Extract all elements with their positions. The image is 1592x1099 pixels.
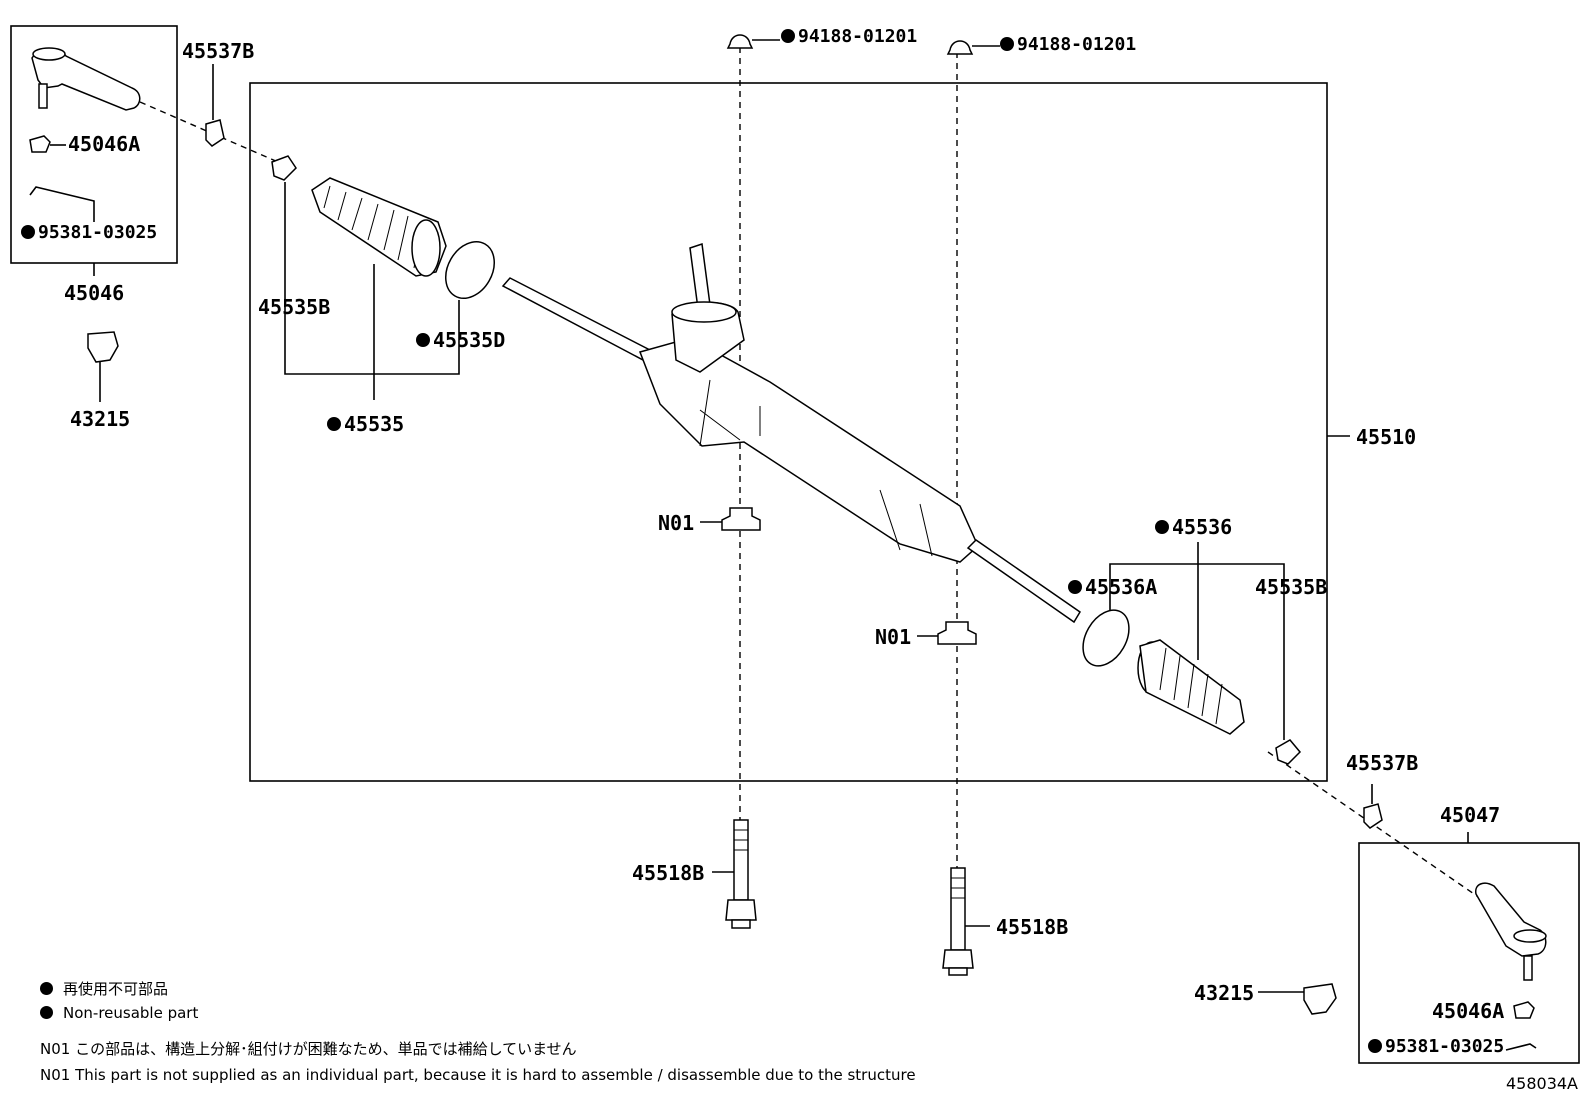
legend-jp-text: 再使用不可部品: [63, 980, 169, 998]
label-45518b-right: 45518B: [996, 915, 1068, 939]
label-45046: 45046: [64, 281, 124, 305]
legend-jp: 再使用不可部品: [40, 978, 168, 999]
note-n01-jp: N01 この部品は、構造上分解･組付けが困難なため、単品では補給していません: [40, 1040, 577, 1058]
label-45046a-left: 45046A: [68, 132, 140, 156]
boot-45535-left: [311, 177, 447, 277]
label-45535d: 45535D: [433, 328, 505, 352]
label-45537b-left: 45537B: [182, 39, 254, 63]
label-n01-left: N01: [658, 511, 694, 535]
label-43215-right: 43215: [1194, 981, 1254, 1005]
label-45535: 45535: [344, 412, 404, 436]
label-45046a-right: 45046A: [1432, 999, 1504, 1023]
grommet-45537b-right: [1363, 803, 1383, 829]
label-43215-left: 43215: [70, 407, 130, 431]
nonreusable-dot: [1368, 1039, 1382, 1053]
nonreusable-dot: [1000, 37, 1014, 51]
label-45535b-right: 45535B: [1255, 575, 1327, 599]
boot-cap-45046a-left: [29, 135, 51, 153]
tie-rod-end-box-45047: [1358, 842, 1580, 1064]
bracket-45535-left: [284, 182, 460, 375]
nonreusable-dot: [1155, 520, 1169, 534]
band-45536a-right: [1082, 609, 1130, 667]
nonreusable-dot: [40, 1006, 53, 1019]
label-95381-right: 95381-03025: [1385, 1036, 1504, 1057]
label-45537b-right: 45537B: [1346, 751, 1418, 775]
cover-43215-left: [87, 331, 119, 363]
clamp-45535b-right: [1275, 739, 1302, 765]
clamp-45535b-left: [271, 155, 297, 181]
tie-rod-axis-right: [1267, 751, 1491, 906]
assembly-frame-45510: [249, 82, 1328, 782]
nonreusable-dot: [327, 417, 341, 431]
bolt-45518b-left: [725, 819, 757, 929]
nonreusable-dot: [781, 29, 795, 43]
bolt-45518b-right: [942, 867, 974, 976]
cap-94188-left: [726, 34, 754, 49]
nonreusable-dot: [40, 982, 53, 995]
label-45536a: 45536A: [1085, 575, 1157, 599]
cover-43215-right: [1303, 983, 1337, 1015]
label-n01-right: N01: [875, 625, 911, 649]
label-94188-left: 94188-01201: [798, 26, 917, 47]
label-45536: 45536: [1172, 515, 1232, 539]
boot-cap-45046a-right: [1513, 1001, 1535, 1019]
nut-n01-right: [937, 621, 977, 645]
band-45535d-left: [445, 241, 495, 299]
cotter-pin-95381-right: [1505, 1043, 1537, 1051]
boot-45536-right: [1137, 639, 1245, 735]
tie-rod-axis-left: [139, 101, 279, 163]
label-45518b-left: 45518B: [632, 861, 704, 885]
note-n01-en: N01 This part is not supplied as an indi…: [40, 1066, 916, 1084]
label-94188-right: 94188-01201: [1017, 34, 1136, 55]
figure-number: 458034A: [1505, 1074, 1578, 1093]
bracket-45536-right: [1109, 563, 1285, 610]
nonreusable-dot: [416, 333, 430, 347]
nonreusable-dot: [21, 225, 35, 239]
label-45535b-left: 45535B: [258, 295, 330, 319]
label-45510: 45510: [1356, 425, 1416, 449]
cotter-pin-95381-left: [29, 186, 95, 222]
rack-housing-45510: [501, 243, 1082, 624]
nonreusable-dot: [1068, 580, 1082, 594]
label-95381-left: 95381-03025: [38, 222, 157, 243]
legend-en-text: Non-reusable part: [63, 1004, 199, 1022]
nut-n01-left: [721, 507, 761, 531]
legend-en: Non-reusable part: [40, 1004, 198, 1022]
tie-rod-end-left: [31, 47, 141, 111]
label-45047: 45047: [1440, 803, 1500, 827]
cap-94188-right: [946, 40, 974, 55]
tie-rod-end-right: [1475, 882, 1547, 981]
grommet-45537b-left: [205, 119, 225, 147]
